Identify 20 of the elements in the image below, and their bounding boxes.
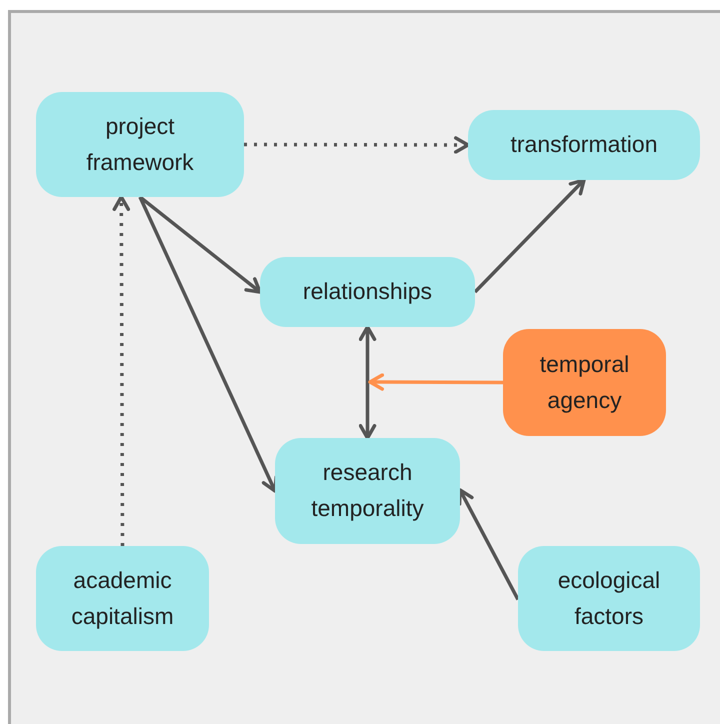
rounded-box — [36, 546, 209, 651]
node-label: research temporality — [310, 458, 425, 523]
node-label: relationships — [302, 277, 432, 306]
rounded-box — [36, 92, 244, 197]
rounded-box — [503, 329, 666, 436]
dotted-arrow — [244, 136, 470, 154]
arrow — [358, 325, 376, 440]
rounded-box — [260, 257, 475, 327]
rounded-box — [518, 546, 700, 651]
dotted-arrow — [112, 195, 130, 546]
arrow — [474, 178, 586, 294]
node-label: temporal agency — [538, 350, 630, 415]
arrow — [458, 488, 520, 600]
node-label: ecological factors — [556, 566, 662, 630]
arrow — [368, 373, 503, 391]
rounded-box — [468, 110, 700, 180]
node-label: transformation — [510, 130, 658, 160]
node-label: project framework — [85, 112, 195, 176]
rounded-box — [275, 438, 460, 544]
node-label: academic capitalism — [70, 566, 175, 631]
